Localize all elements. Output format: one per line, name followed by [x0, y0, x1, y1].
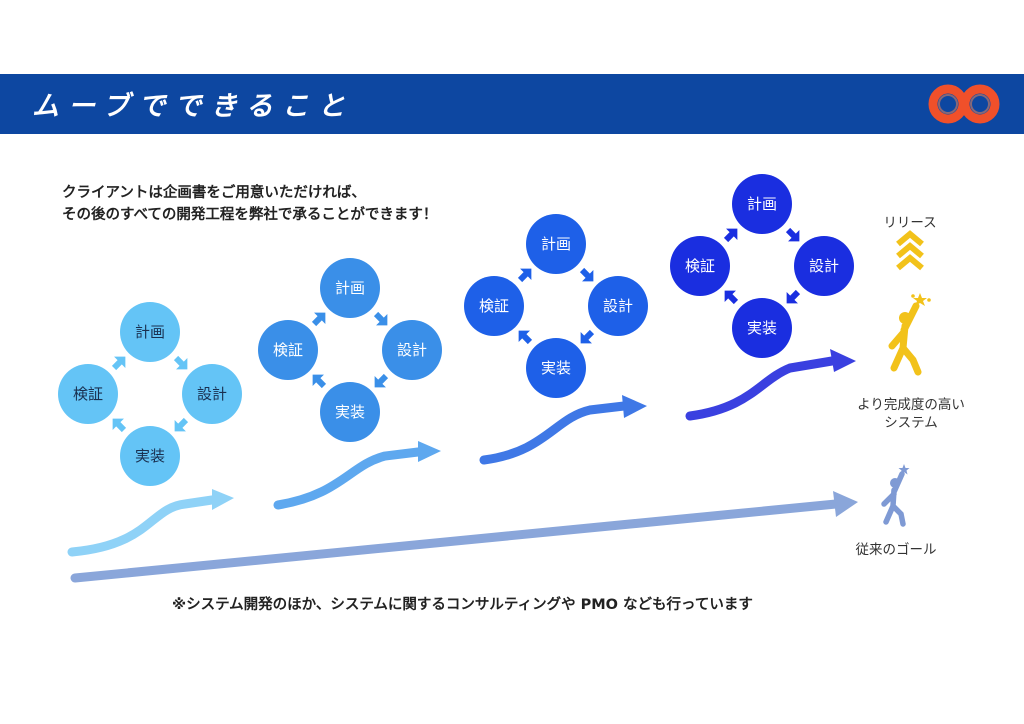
cycle-1-arrow-1: [173, 355, 188, 370]
cycle-3-node-verify: [464, 276, 524, 336]
cycle-2-label-verify: 検証: [273, 341, 303, 359]
cycle-4-label-verify: 検証: [685, 257, 715, 275]
cycle-1-label-design: 設計: [197, 385, 227, 403]
cycle-3-arrow-3: [518, 330, 533, 345]
cycle-3-node-design: [588, 276, 648, 336]
cycle-2-arrow-4: [311, 312, 326, 327]
intro-line-2: その後のすべての開発工程を弊社で承ることができます！: [62, 207, 438, 223]
cycle-3-label-design: 設計: [603, 297, 633, 315]
sparkle-icon-1: [911, 294, 915, 298]
cycle-4-node-plan: [732, 174, 792, 234]
cycle-3-node-implement: [526, 338, 586, 398]
footnote: ※システム開発のほか、システムに関するコンサルティングや PMO なども行ってい…: [172, 597, 753, 613]
cycle-4-arrow-4: [723, 228, 738, 243]
cycle-4-label-plan: 計画: [747, 195, 777, 213]
intro-text: クライアントは企画書をご用意いただければ、 その後のすべての開発工程を弊社で承る…: [62, 182, 437, 226]
release-chevron-icon-1: [896, 230, 924, 247]
star-icon-large: [913, 293, 927, 306]
intro-line-1: クライアントは企画書をご用意いただければ、: [62, 185, 366, 201]
release-caption-line-2: システム: [884, 415, 938, 431]
cycle-1-arrow-4: [111, 356, 126, 371]
progress-arrow-4: [685, 356, 837, 421]
cycle-1-label-plan: 計画: [135, 323, 165, 341]
cycle-2-label-design: 設計: [397, 341, 427, 359]
cycle-1-arrow-3: [112, 418, 127, 433]
release-label: リリース: [883, 215, 937, 231]
cycle-4-node-verify: [670, 236, 730, 296]
cycle-2-node-design: [382, 320, 442, 380]
cycle-3-label-verify: 検証: [479, 297, 509, 315]
reaching-person-icon: [881, 471, 906, 527]
progress-arrow-2-head: [418, 441, 441, 462]
cycle-1-node-implement: [120, 426, 180, 486]
traditional-goal-arrow-head: [833, 491, 858, 517]
cycle-2-arrow-2: [374, 373, 389, 388]
cycle-3-label-plan: 計画: [541, 235, 571, 253]
cycle-4-arrow-2: [786, 289, 801, 304]
cycle-1-label-verify: 検証: [73, 385, 103, 403]
cycle-4-node-implement: [732, 298, 792, 358]
cycle-2-arrow-1: [373, 311, 388, 326]
progress-arrow-4-head: [830, 349, 856, 372]
cycle-2-label-implement: 実装: [335, 403, 365, 421]
cycle-2-node-verify: [258, 320, 318, 380]
cycle-1-label-implement: 実装: [135, 447, 165, 465]
release-chevron-icon-2: [896, 242, 924, 259]
progress-arrow-1-head: [212, 489, 234, 510]
traditional-goal-arrow: [70, 499, 841, 583]
cycle-4-label-design: 設計: [809, 257, 839, 275]
cycle-2-node-plan: [320, 258, 380, 318]
cycle-1-node-plan: [120, 302, 180, 362]
cheering-person-icon: [888, 302, 922, 376]
cycle-2-label-plan: 計画: [335, 279, 365, 297]
progress-arrow-3: [479, 401, 629, 465]
cycle-3-arrow-2: [580, 329, 595, 344]
cycle-2-arrow-3: [312, 374, 327, 389]
cycle-1-node-design: [182, 364, 242, 424]
header-bar: ムーブでできること: [0, 74, 1024, 134]
page-title: ムーブでできること: [32, 91, 354, 122]
cycle-3-arrow-4: [517, 268, 532, 283]
cycle-4-node-design: [794, 236, 854, 296]
cycle-1-arrow-2: [174, 417, 189, 432]
progress-arrow-3-head: [622, 395, 647, 418]
sparkle-icon-2: [927, 298, 931, 302]
cycle-1-node-verify: [58, 364, 118, 424]
progress-arrow-1: [67, 495, 217, 557]
cycle-2-node-implement: [320, 382, 380, 442]
cycle-3-arrow-1: [579, 267, 594, 282]
release-caption-line-1: より完成度の高い: [857, 397, 965, 413]
traditional-goal-label: 従来のゴール: [855, 542, 937, 558]
star-icon-small: [898, 464, 910, 475]
cycle-4-arrow-1: [785, 227, 800, 242]
infinity-logo-icon: [928, 84, 1000, 124]
progress-arrow-2: [273, 447, 423, 510]
release-chevron-icon-3: [896, 254, 924, 271]
cycle-4-arrow-3: [724, 290, 739, 305]
cycle-4-label-implement: 実装: [747, 319, 777, 337]
cycle-3-node-plan: [526, 214, 586, 274]
cycle-3-label-implement: 実装: [541, 359, 571, 377]
